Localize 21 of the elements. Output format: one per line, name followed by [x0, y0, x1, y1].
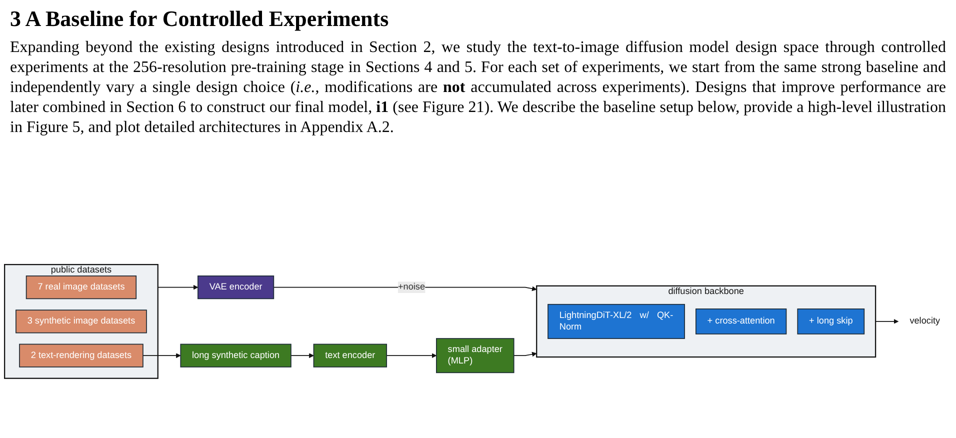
node-text: velocity: [910, 316, 940, 326]
node-box: 2 text-rendering datasets: [19, 344, 144, 368]
node-box: + long skip: [797, 308, 865, 334]
body-paragraph: Expanding beyond the existing designs introduced in Section 2, we study the text-to-image diffusion model design space through controlled experiments at the 256-resolution pre-training stage in Sections 4 and 5. For each set of experiments, we start from the same strong baseline and independently vary a single design choice (i.e., modifications are not accumulated across experiments). Designs that improve performance are later combined in Section 6 to construct our final model, i1 (see Figure 21). We describe the baseline setup below, provide a high-level illustration in Figure 5, and plot detailed architectures in Appendix A.2.: [10, 38, 946, 138]
arrow: [157, 284, 198, 290]
arrow: [273, 286, 537, 292]
section-heading: 3 A Baseline for Controlled Experiments: [10, 6, 390, 32]
node-box: 7 real image datasets: [26, 276, 137, 300]
node-box: 3 synthetic image datasets: [16, 310, 147, 334]
arrow: [386, 353, 437, 358]
arrow: [875, 319, 899, 324]
edge-label: +noise: [398, 282, 426, 292]
arrow: [290, 353, 314, 358]
arrow: [513, 352, 537, 357]
node-box: long synthetic caption: [180, 344, 292, 368]
node-box: LightningDiT-XL/2 w/ QK-Norm: [548, 304, 685, 339]
node-box: small adapter (MLP): [436, 338, 514, 374]
node-box: + cross-attention: [696, 308, 787, 334]
arrow: [142, 353, 181, 358]
node-box: VAE encoder: [198, 276, 274, 300]
node-box: text encoder: [313, 344, 388, 368]
